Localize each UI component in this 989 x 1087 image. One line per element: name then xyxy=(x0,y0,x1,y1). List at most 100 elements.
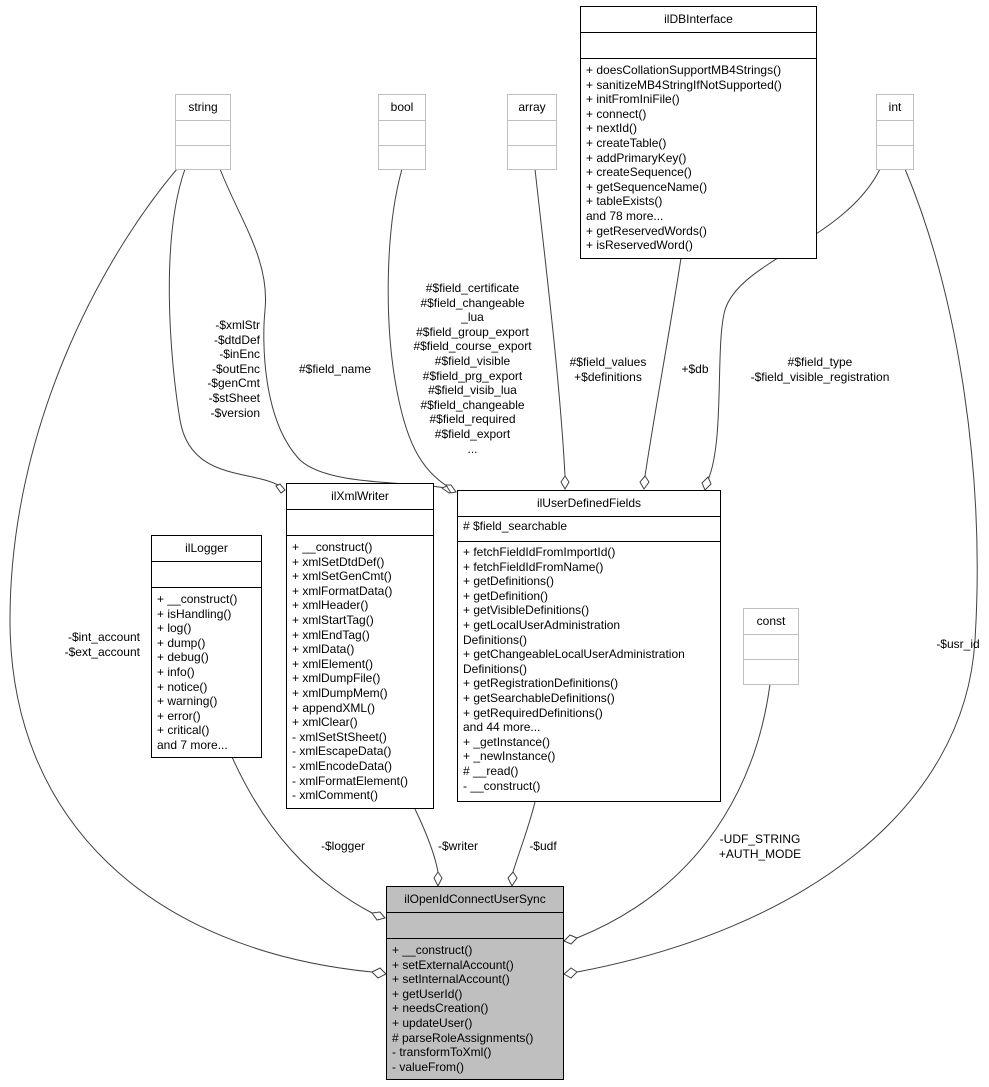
class-ildbinterface-methods: + doesCollationSupportMB4Strings()+ sani… xyxy=(581,59,816,256)
member-line: + getVisibleDefinitions() xyxy=(463,603,590,618)
member-line: + xmlDumpMem() xyxy=(292,685,388,700)
edge-udf-string xyxy=(219,168,456,491)
diamond-sync-logger xyxy=(371,911,386,921)
edge-sync-writer xyxy=(414,808,439,873)
edge-label-sync-udf: -$udf xyxy=(518,839,568,854)
class-ildbinterface-attributes xyxy=(581,33,816,59)
member-line: -$stSheet xyxy=(208,390,260,405)
member-line: + getChangeableLocalUserAdministration xyxy=(463,647,685,662)
edge-label-udf-array: #$field_values+$definitions xyxy=(558,355,658,384)
class-iluserdefinedfields-attributes: # $field_searchable xyxy=(458,517,720,542)
member-line: + getSequenceName() xyxy=(586,179,708,194)
member-line: + __construct() xyxy=(292,540,373,554)
class-ilxmlwriter-attributes xyxy=(287,510,433,536)
member-line: + getDefinitions() xyxy=(463,574,555,589)
member-line: _lua xyxy=(461,310,484,325)
class-string-methods xyxy=(176,146,230,169)
edge-label-udf-int: #$field_type-$field_visible_registration xyxy=(730,355,910,384)
edge-label-udf-string: #$field_name xyxy=(290,362,380,377)
diamond-udf-bool xyxy=(445,484,457,494)
member-line: - xmlFormatElement() xyxy=(292,773,409,788)
diamond-sync-writer xyxy=(433,871,443,888)
member-line: -$outEnc xyxy=(211,361,260,376)
class-array: array xyxy=(507,94,557,170)
class-ilxmlwriter-methods: + __construct()+ xmlSetDtdDef()+ xmlSetG… xyxy=(287,536,433,806)
member-line: + getRequiredDefinitions() xyxy=(463,705,603,720)
class-ildbinterface: ilDBInterface + doesCollationSupportMB4S… xyxy=(580,6,817,259)
member-line: # __read() xyxy=(463,763,519,778)
class-iluserdefinedfields-name: ilUserDefinedFields xyxy=(458,491,720,517)
edge-sync-udf xyxy=(512,801,536,873)
edge-udf-db xyxy=(644,257,682,477)
diamond-sync-int xyxy=(563,967,578,979)
member-line: + connect() xyxy=(586,106,647,121)
edge-udf-bool xyxy=(387,168,451,489)
class-illogger: ilLogger + __construct()+ isHandling()+ … xyxy=(151,535,262,758)
member-line: - xmlSetStSheet() xyxy=(292,729,387,744)
class-const-name: const xyxy=(744,609,798,635)
member-line: - xmlEncodeData() xyxy=(292,758,393,773)
edge-sync-string xyxy=(9,168,373,973)
member-line: + doesCollationSupportMB4Strings() xyxy=(586,63,782,77)
member-line: #$field_export xyxy=(434,426,511,441)
member-line: -$version xyxy=(210,405,260,420)
member-line: -$ext_account xyxy=(64,644,140,659)
member-line: + error() xyxy=(157,708,201,723)
member-line: + needsCreation() xyxy=(392,1001,489,1016)
class-bool-name: bool xyxy=(379,95,425,121)
member-line: - transformToXml() xyxy=(392,1045,492,1060)
member-line: + xmlEndTag() xyxy=(292,627,370,642)
member-line: -UDF_STRING xyxy=(719,832,801,846)
member-line: + setExternalAccount() xyxy=(392,957,514,972)
member-line: + xmlSetDtdDef() xyxy=(292,554,385,569)
member-line: and 44 more... xyxy=(463,720,541,735)
member-line: + log() xyxy=(157,621,192,636)
member-line: + xmlElement() xyxy=(292,656,374,671)
class-const: const xyxy=(743,608,799,685)
edge-label-sync-int: -$usr_id xyxy=(928,637,988,652)
member-line: + __construct() xyxy=(392,943,473,957)
class-string-attributes xyxy=(176,121,230,146)
class-illogger-methods: + __construct()+ isHandling()+ log()+ du… xyxy=(152,588,261,756)
member-line: + getRegistrationDefinitions() xyxy=(463,676,619,691)
diamond-sync-udf xyxy=(507,871,518,888)
class-int-attributes xyxy=(877,121,913,146)
member-line: + getUserId() xyxy=(392,986,463,1001)
member-line: + getLocalUserAdministration xyxy=(463,617,621,632)
member-line: #$field_name xyxy=(298,362,372,376)
edge-sync-const xyxy=(576,683,771,939)
diamond-sync-string xyxy=(371,967,387,979)
member-line: + updateUser() xyxy=(392,1015,473,1030)
edge-label-udf-bool: #$field_certificate#$field_changeable_lu… xyxy=(400,281,545,456)
member-line: + critical() xyxy=(157,723,210,738)
member-line: ... xyxy=(467,441,478,456)
member-line: +AUTH_MODE xyxy=(718,846,802,861)
edge-udf-int xyxy=(707,168,881,481)
diamond-udf-int xyxy=(701,476,712,491)
member-line: #$field_certificate xyxy=(425,281,520,295)
member-line: -$inEnc xyxy=(219,347,260,362)
diamond-udf-array xyxy=(560,475,570,491)
member-line: #$field_group_export xyxy=(416,324,529,339)
class-ilxmlwriter: ilXmlWriter + __construct()+ xmlSetDtdDe… xyxy=(286,483,434,809)
edge-label-sync-writer: -$writer xyxy=(428,839,488,854)
member-line: # $field_searchable xyxy=(463,519,568,533)
member-line: + sanitizeMB4StringIfNotSupported() xyxy=(586,77,782,92)
class-iluserdefinedfields: ilUserDefinedFields # $field_searchable … xyxy=(457,490,721,802)
member-line: + _getInstance() xyxy=(463,734,551,749)
member-line: + xmlDumpFile() xyxy=(292,671,381,686)
member-line: + nextId() xyxy=(586,121,638,136)
class-string-name: string xyxy=(176,95,230,121)
member-line: + xmlClear() xyxy=(292,715,358,730)
diamond-udf-db xyxy=(639,475,650,490)
member-line: and 7 more... xyxy=(157,737,228,752)
class-array-methods xyxy=(508,146,556,169)
member-line: + debug() xyxy=(157,650,209,665)
class-int: int xyxy=(876,94,914,170)
edge-label-sync-logger: -$logger xyxy=(308,839,378,854)
member-line: + createSequence() xyxy=(586,165,692,180)
edge-sync-logger xyxy=(231,756,373,914)
member-line: + isHandling() xyxy=(157,606,232,621)
